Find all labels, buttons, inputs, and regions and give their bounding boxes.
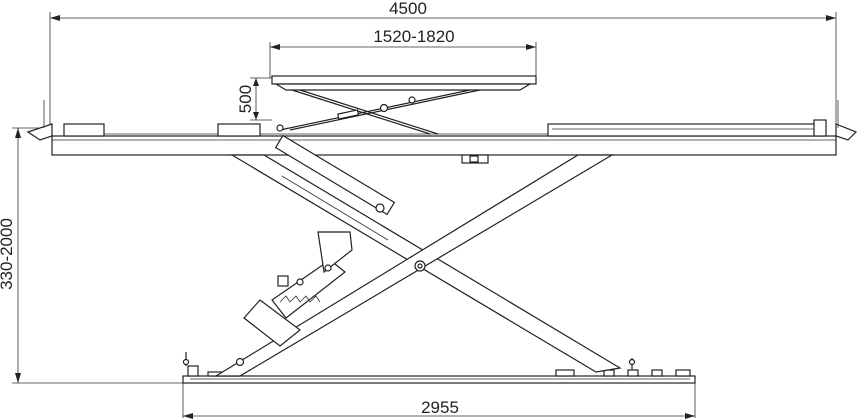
lift-height-label: 330-2000 (0, 218, 16, 290)
slide-plate (547, 123, 825, 137)
dimension-aux-platform-length: 1520-1820 (269, 27, 537, 78)
dimension-aux-lift-height: 500 (236, 77, 272, 121)
left-ramp (26, 123, 53, 141)
platform-block-mid (217, 123, 261, 137)
aux-pivot-bolt (379, 103, 389, 113)
aux-lift-height-label: 500 (236, 85, 255, 113)
right-ramp (835, 123, 858, 141)
aux-jack-platform (271, 75, 537, 135)
aux-platform-length-label: 1520-1820 (373, 27, 454, 46)
base-frame (182, 352, 696, 384)
hydraulic-cylinder (274, 134, 396, 216)
base-length-label: 2955 (421, 398, 459, 417)
scissor-arms (213, 134, 622, 377)
platform-block-left (63, 123, 105, 137)
main-platform (26, 100, 858, 156)
dimension-lift-height: 330-2000 (0, 127, 185, 384)
dimension-overall-length: 4500 (49, 0, 837, 128)
overall-length-label: 4500 (389, 0, 427, 18)
dimension-base-length: 2955 (182, 383, 696, 419)
safety-rack (271, 259, 346, 319)
